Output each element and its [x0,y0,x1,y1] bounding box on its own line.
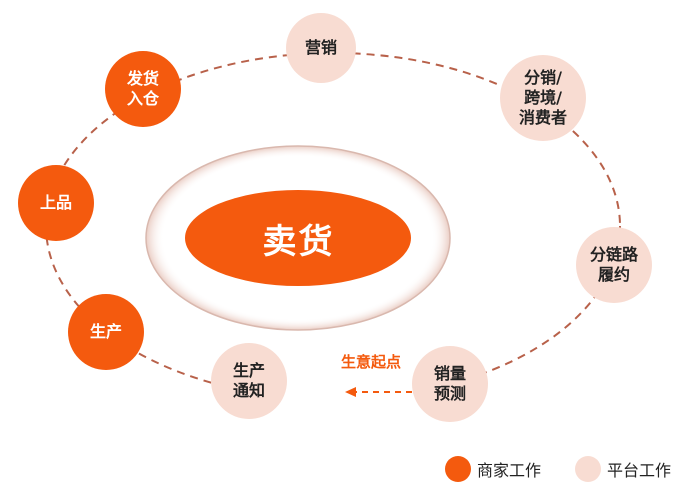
node-forecast: 销量 预测 [412,346,488,422]
node-distribution-label: 分销/ 跨境/ 消费者 [518,68,567,127]
node-fulfillment: 分链路 履约 [576,227,652,303]
node-marketing-label: 营销 [304,38,337,57]
node-shipping-label: 发货 入仓 [126,69,159,108]
legend-merchant-swatch [445,456,471,482]
node-distribution: 分销/ 跨境/ 消费者 [500,55,586,141]
center-ellipse [185,190,411,286]
legend-platform-label: 平台工作 [607,461,672,480]
node-fulfillment-label: 分链路 履约 [589,245,638,284]
legend-merchant-label: 商家工作 [477,461,542,480]
legend-platform-swatch [575,456,601,482]
node-production-notice: 生产 通知 [211,343,287,419]
node-listing-label: 上品 [39,193,72,212]
node-shipping: 发货 入仓 [105,51,181,127]
legend-platform: 平台工作 [575,455,671,483]
node-listing: 上品 [18,165,94,241]
center-label: 卖货 [262,221,335,262]
legend-merchant: 商家工作 [445,455,541,483]
node-marketing: 营销 [286,13,356,83]
start-arrow-head [345,387,356,397]
node-production-notice-label: 生产 通知 [232,361,265,400]
node-production: 生产 [68,294,144,370]
start-label: 生意起点 [340,353,401,371]
node-production-label: 生产 [89,322,122,341]
node-forecast-label: 销量 预测 [433,364,466,403]
